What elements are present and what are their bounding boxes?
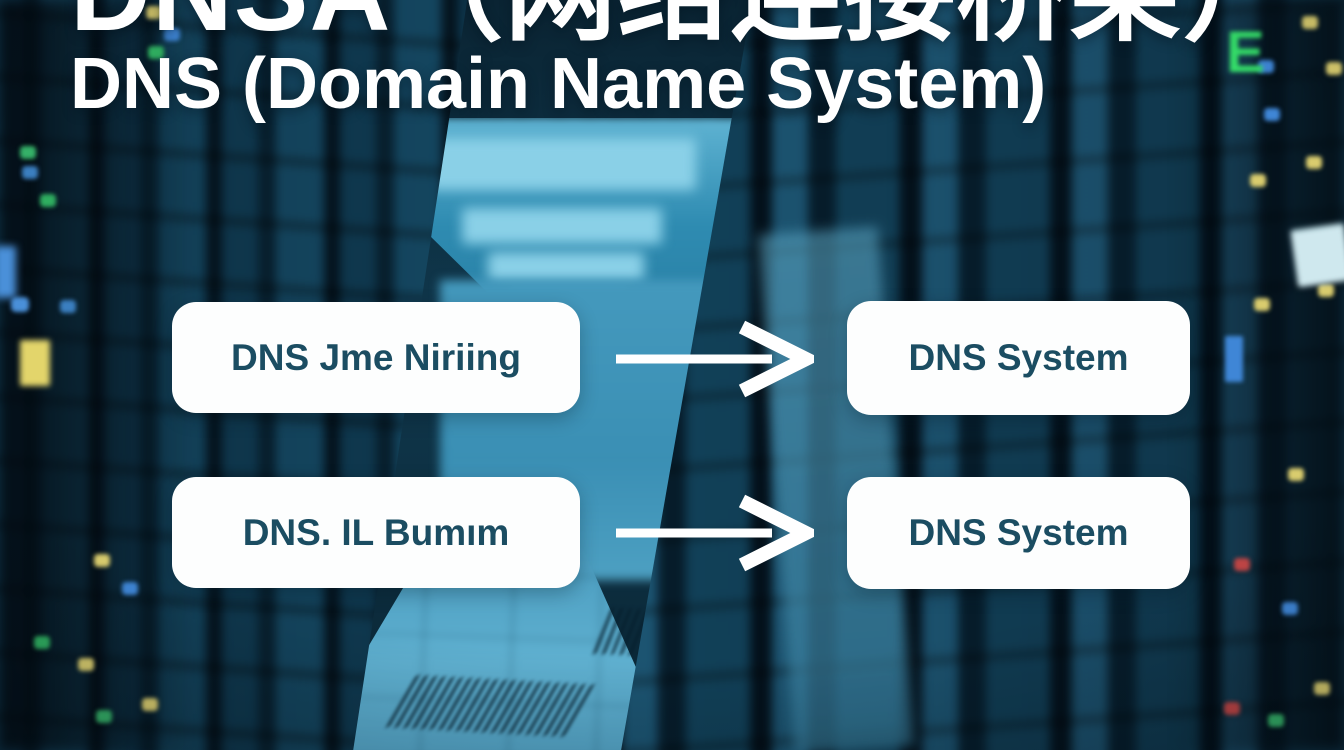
floor-vent-grate bbox=[385, 675, 599, 737]
title-english: DNS (Domain Name System) bbox=[70, 44, 1047, 124]
rack-label-card bbox=[1290, 222, 1344, 288]
diagram-source-box-1: DNS Jme Niriing bbox=[172, 302, 580, 413]
diagram-source-box-2: DNS. IL Bumım bbox=[172, 477, 580, 588]
title-chinese: DNSA（网络连接桥架） bbox=[70, 0, 1295, 48]
ceiling-light-panel bbox=[462, 208, 662, 244]
right-arrow-icon bbox=[616, 494, 814, 572]
diagram-target-box-1: DNS System bbox=[847, 301, 1190, 415]
rack-blue-led-bar bbox=[1225, 336, 1243, 382]
diagram-target-label-1: DNS System bbox=[908, 337, 1129, 378]
right-arrow-icon bbox=[616, 320, 814, 398]
diagram-source-label-2: DNS. IL Bumım bbox=[242, 511, 510, 553]
diagram-target-box-2: DNS System bbox=[847, 477, 1190, 589]
rack-led-lights-left bbox=[0, 0, 12, 9]
diagram-target-label-2: DNS System bbox=[908, 512, 1129, 553]
rack-blue-panel bbox=[0, 246, 16, 298]
diagram-source-label-1: DNS Jme Niriing bbox=[231, 336, 521, 378]
ceiling-light-panel bbox=[428, 138, 696, 190]
rack-yellow-panel bbox=[20, 340, 50, 386]
ceiling-light-panel bbox=[488, 252, 644, 282]
